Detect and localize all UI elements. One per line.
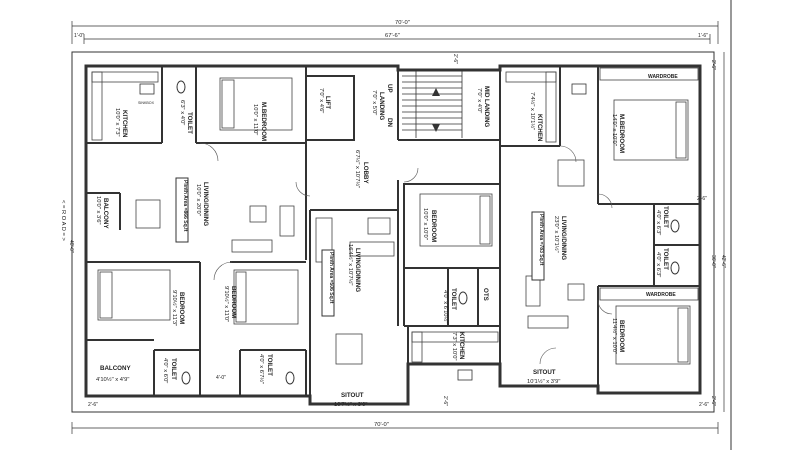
living-left-size: 10'0" x 20'0" [195,184,201,216]
lift-name: LIFT [324,96,331,109]
mbedroom-left-name: M.BEDROOM [260,102,267,141]
bedroom-mid-name: BEDROOM [430,210,437,242]
toilet-icon [176,80,680,385]
kitchen-left-size: 10'0" x 7'3" [114,108,120,137]
dim-left-side: 40'-0" [68,240,74,253]
bottom-dimension-lines [71,422,719,434]
sink-label: SINKBOX [138,101,155,105]
dim-right-inner: 36'-0" [710,255,716,268]
dim-top-right-small: 2'-6" [710,60,716,70]
dim-right-bottom-small: 2'-6" [710,396,716,406]
staircase [402,70,463,138]
dim-top-inner: 67'-6" [385,33,400,39]
stair-arrow-icon [432,88,440,132]
balcony-bl-size: 4'10½" x 4'9" [96,376,129,383]
bedroom-right-size: 11'4½" x 10'0" [611,318,618,354]
room-labels: KITCHEN 10'0" x 7'3" TOILET 6'3" x 4'0" … [95,74,678,229]
landing-size: 7'0" x 5'0" [371,90,377,115]
dim-bottom-right-margin: 2'-6" [699,402,709,408]
bedroom-left1-size: 9'10½" x 11'3" [171,290,178,326]
balcony-left-size: 10'0" x 3'6" [95,196,101,225]
living-mid-name: LIVING/DINING [354,248,361,292]
sink-icon [139,83,587,381]
road-label: < = R O A D = > [60,200,66,242]
plot-boundary [71,51,715,413]
plinth-area-box-mid: Plinth Area =506 Sq.ft [321,249,335,317]
bedroom-left2-name: BEDROOM [230,286,237,318]
dim-mid-top-small: 2'-6" [452,54,458,64]
up-label: UP [386,84,393,93]
toilet-r2-size: 4'0" x 6'3" [655,252,661,277]
plinth-area-box-left: Plinth Area =866 Sq.ft [175,177,189,243]
dim-bottom-left-margin: 2'-6" [88,402,98,408]
wardrobe-top-label: WARDROBE [648,74,678,80]
toilet-r1-name: TOILET [662,206,669,228]
kitchen-left-name: KITCHEN [121,110,128,138]
kitchen-right-size: 7'4½" x 10'1½" [529,92,536,130]
bedroom-left1-name: BEDROOM [178,292,185,324]
door-swings [199,142,613,365]
living-left-name: LIVING/DINING [202,182,209,226]
dim-right-outer: 42'-6" [720,255,726,268]
toilet-bl-size: 4'0" x 6'0" [162,358,168,383]
living-mid-size: 16'4½" x 10'7½" [347,244,354,285]
lobby-name: LOBBY [362,162,369,185]
balcony-left-name: BALCONY [102,198,109,229]
toilet-r1-size: 4'0" x 6'3" [655,210,661,235]
dim-top-overall: 70'-0" [395,20,410,26]
bedroom-left2-size: 9'10½" x 11'0" [223,286,230,322]
toilet-bl-name: TOILET [170,358,177,380]
sitout-right-name: SITOUT [533,369,556,376]
interior-walls-right [500,66,700,393]
toilet-mid-size: 4'0" x 6'10½" [442,290,449,323]
plinth-mid-text: Plinth Area =506 Sq.ft [328,252,334,304]
toilet-tl-size: 6'3" x 4'0" [179,100,185,125]
dim-right-mid-small: 2'-6" [697,196,707,202]
kitchen-right-name: KITCHEN [536,114,543,142]
ots-label: OTS [482,288,489,301]
sitout-left-size: 10'7½" x 3'0" [334,401,367,408]
balcony-bl-name: BALCONY [100,365,131,372]
core-walls [305,66,501,404]
dim-bottom-overall: 70'-0" [374,422,389,428]
toilet-mid-name: TOILET [450,288,457,310]
dn-label: DN [386,118,393,127]
kitchen-mid-size: 7'3" x 10'0" [451,332,457,361]
toilet-gap-dim: 4'-0" [216,375,226,381]
bedroom-mid-size: 10'0" x 10'0" [422,208,428,240]
interior-walls-middle [403,146,501,386]
mbedroom-right-size: 14'0" x 10'0" [611,114,617,146]
living-right-size: 23'0" x 10'1½" [553,216,560,253]
dim-mid-bottom-small: 2'-6" [442,396,448,406]
toilet-r2-name: TOILET [662,248,669,270]
wardrobe-mid-label: WARDROBE [646,292,676,298]
lobby-size: 6'7½" x 10'7½" [354,150,361,188]
mid-landing-size: 7'0" x 4'0" [476,88,482,113]
dim-top-right-margin: 1'-6" [698,33,708,39]
toilet-b2-name: TOILET [266,354,273,376]
toilet-b2-size: 4'0" x 6'7½" [258,354,265,384]
top-dimension-lines [71,21,719,44]
plinth-area-box-right: Plinth Area =783 Sq.ft [531,211,545,281]
room-labels-3: TOILET 4'0" x 6'10½" OTS BEDROOM 11'4½" … [162,288,625,384]
plinth-left-text: Plinth Area =866 Sq.ft [182,180,188,232]
sitout-right-size: 10'1½" x 3'9" [527,378,560,385]
room-labels-2: LOBBY 6'7½" x 10'7½" BEDROOM 10'0" x 10'… [171,150,676,326]
furniture [91,67,699,365]
landing-name: LANDING [378,92,385,120]
plinth-right-text: Plinth Area =783 Sq.ft [538,214,544,266]
sitout-left-name: SITOUT [341,392,364,399]
mid-landing-name: MID LANDING [483,86,490,127]
mbedroom-left-size: 10'0" x 11'0" [252,104,258,135]
living-right-name: LIVING/DINING [560,216,567,260]
lift-size: 7'0" x 4'6" [318,88,324,113]
dim-top-left-margin: 1'-0" [74,33,84,39]
kitchen-mid-name: KITCHEN [458,332,465,360]
bedroom-right-name: BEDROOM [618,320,625,352]
mbedroom-right-name: M.BEDROOM [618,114,625,153]
toilet-tl-name: TOILET [186,112,193,134]
